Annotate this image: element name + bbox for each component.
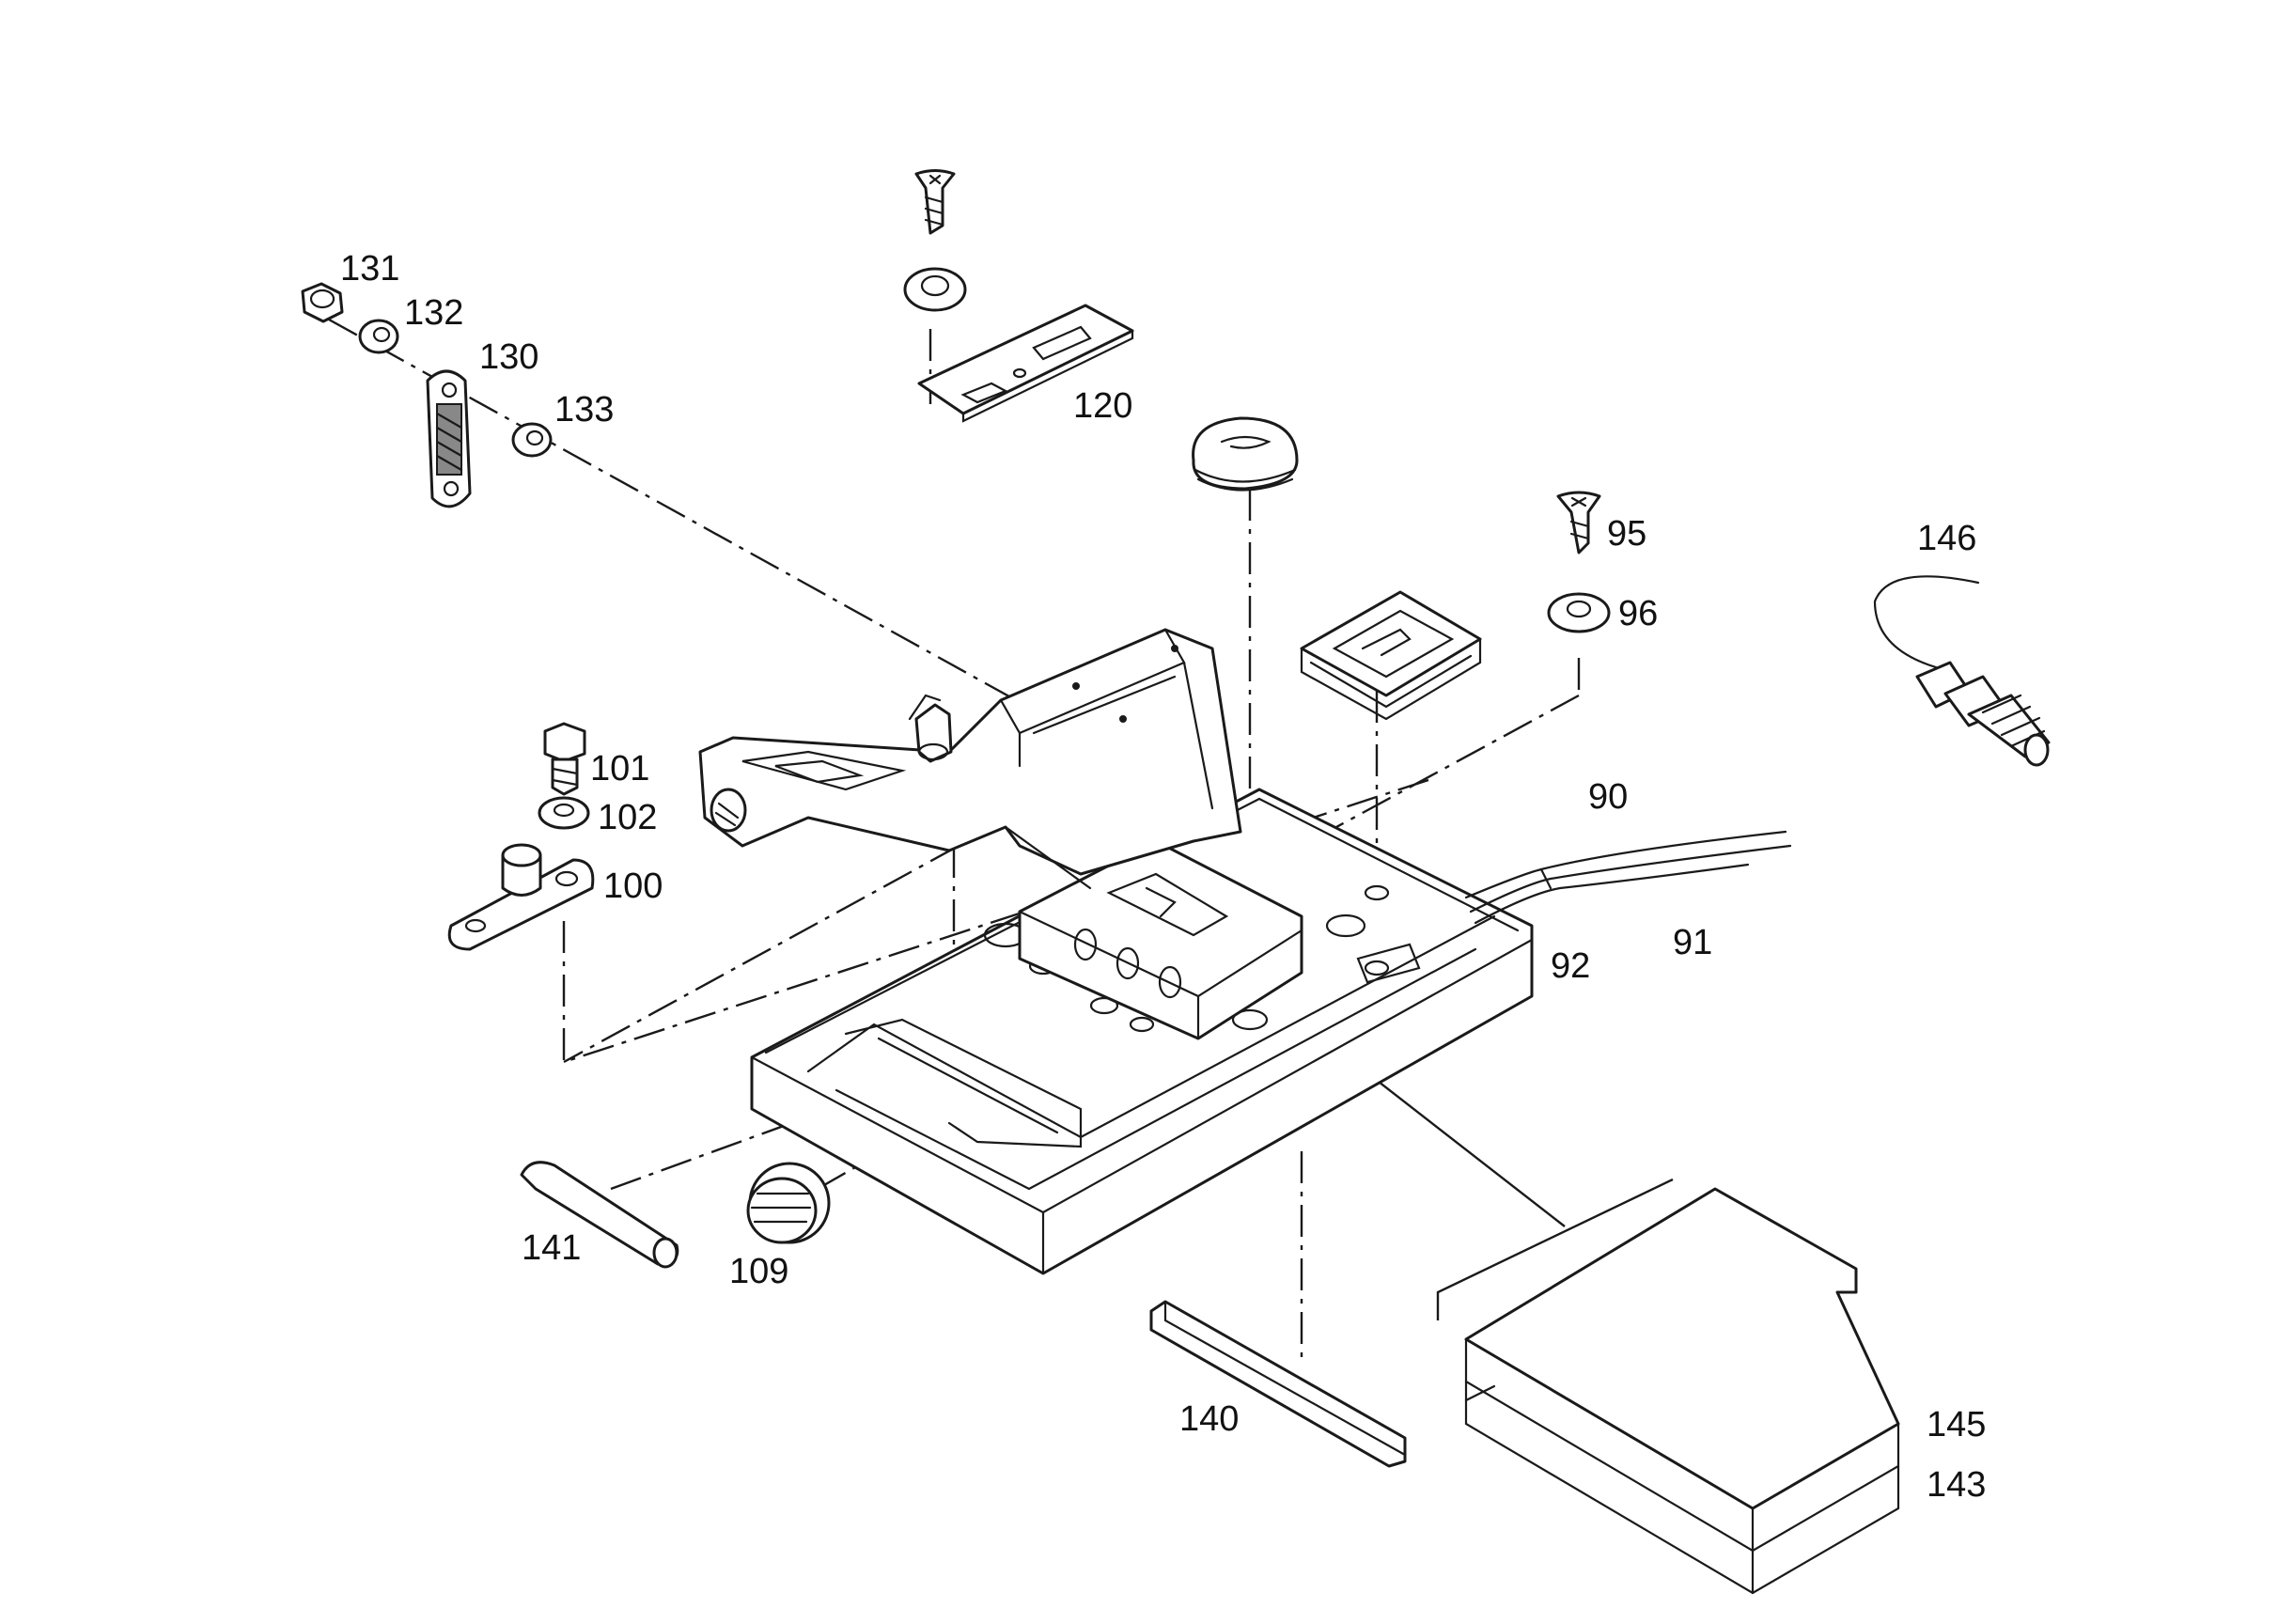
base-plate (750, 788, 1534, 1275)
callout-labels: 131 132 130 133 120 95 96 146 101 102 10… (340, 249, 1986, 1505)
callout-109: 109 (729, 1252, 788, 1291)
callout-91: 91 (1673, 923, 1712, 962)
callout-130: 130 (479, 337, 538, 377)
grommet-round (1192, 416, 1299, 492)
part-130-strap (426, 369, 472, 508)
callout-140: 140 (1179, 1399, 1239, 1439)
part-120-cover-plate (903, 169, 1134, 423)
part-143-pad (1464, 1380, 1900, 1595)
part-132-washer (358, 319, 399, 354)
part-100-bracket (447, 843, 595, 951)
callout-102: 102 (598, 798, 657, 837)
callout-95: 95 (1607, 514, 1646, 554)
callout-133: 133 (554, 390, 614, 429)
cable-bundle (1464, 830, 1792, 925)
callout-141: 141 (522, 1228, 581, 1268)
part-140-channel (1149, 1300, 1407, 1468)
part-102-washer (538, 796, 590, 830)
callout-92: 92 (1551, 946, 1590, 986)
callout-101: 101 (590, 749, 649, 789)
handle-housing (698, 628, 1242, 890)
part-141-pin (520, 1161, 679, 1269)
part-95-screw (1556, 491, 1601, 554)
callout-100: 100 (603, 867, 663, 906)
part-109-plug (746, 1162, 831, 1244)
callout-132: 132 (404, 293, 463, 333)
callout-131: 131 (340, 249, 399, 289)
part-146-sensor (1873, 575, 2051, 767)
part-133-washer (511, 422, 553, 458)
part-131-nut (301, 282, 344, 323)
callout-120: 120 (1073, 386, 1132, 426)
part-96-washer (1547, 592, 1611, 633)
grommet-square (1300, 590, 1482, 721)
part-145-pad (1464, 1187, 1900, 1553)
part-101-bolt (543, 722, 586, 796)
callout-145: 145 (1927, 1405, 1986, 1444)
callout-146: 146 (1917, 519, 1976, 558)
callout-96: 96 (1618, 594, 1658, 633)
callout-143: 143 (1927, 1465, 1986, 1505)
mounting-block (1018, 839, 1303, 1040)
callout-90: 90 (1588, 777, 1628, 817)
